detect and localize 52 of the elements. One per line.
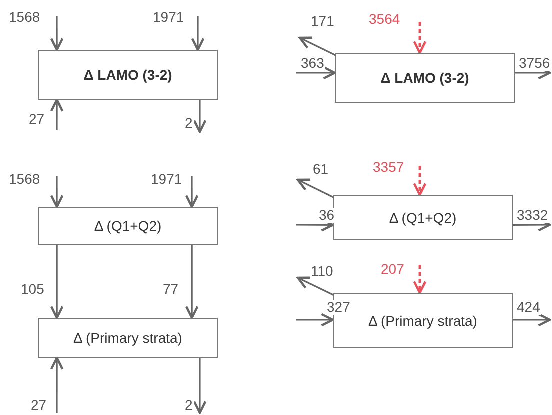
edge-label: 3332 (516, 208, 550, 223)
arrow (513, 313, 552, 327)
process-box (38, 50, 218, 100)
edge-label: 36 (318, 208, 336, 223)
process-box (38, 207, 218, 245)
arrow (50, 245, 64, 320)
edge-label: 327 (326, 300, 352, 315)
box-label: Δ (Primary strata) (74, 330, 182, 346)
arrow (185, 176, 199, 208)
edge-label: 3357 (372, 160, 406, 175)
box-label: Δ LAMO (3-2) (380, 70, 470, 86)
edge-label: 424 (516, 300, 542, 315)
arrow (50, 176, 64, 208)
arrow (413, 166, 427, 196)
edge-label: 1971 (152, 10, 186, 25)
box-label: Δ LAMO (3-2) (84, 67, 172, 83)
edge-label: 27 (28, 112, 46, 127)
edge-label: 363 (300, 56, 326, 71)
arrow (50, 98, 64, 130)
edge-label: 171 (310, 14, 336, 29)
process-box (335, 53, 515, 103)
arrow (50, 356, 64, 413)
edge-label: 2 (184, 398, 194, 413)
edge-label: 3564 (368, 12, 402, 27)
box-label: Δ (Q1+Q2) (389, 210, 457, 226)
edge-label: 207 (380, 262, 406, 277)
edge-label: 1971 (150, 172, 184, 187)
edge-label: 77 (162, 282, 180, 297)
edge-label: 2 (184, 116, 194, 131)
box-label: Δ (Q1+Q2) (94, 218, 162, 234)
edge-label: 110 (310, 264, 334, 279)
process-box (38, 318, 218, 358)
arrow (50, 16, 64, 52)
arrow (296, 276, 336, 296)
edge-label: 61 (312, 162, 330, 177)
process-box (333, 195, 513, 240)
edge-label: 105 (20, 282, 46, 297)
arrow (193, 100, 207, 134)
arrow (413, 265, 427, 294)
arrow (185, 245, 199, 320)
edge-label: 1568 (8, 172, 42, 187)
arrow (298, 36, 338, 57)
arrow (193, 358, 207, 414)
edge-label: 27 (30, 398, 48, 413)
arrow (191, 16, 205, 52)
arrow (296, 178, 336, 199)
edge-label: 1568 (8, 10, 42, 25)
arrow (413, 22, 427, 54)
arrow (296, 66, 336, 80)
box-label: Δ (Primary strata) (368, 312, 478, 328)
edge-label: 3756 (518, 56, 552, 71)
arrow (296, 313, 334, 327)
